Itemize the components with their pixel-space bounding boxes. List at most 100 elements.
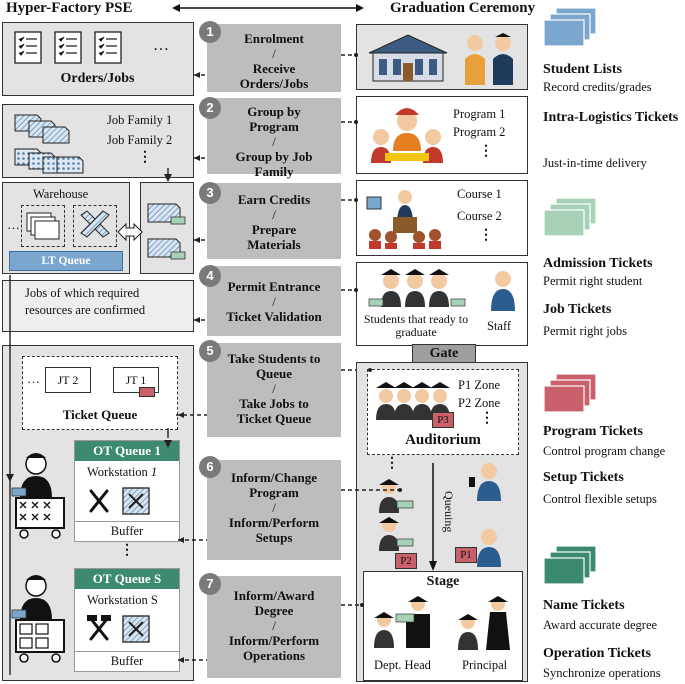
course-1-label: Course 1 [457, 187, 502, 201]
step-7: Inform/Award Degree / Inform/Perform Ope… [207, 576, 341, 678]
staff-announcer-icon [477, 529, 501, 567]
zone-vdots: ⋮ [480, 411, 494, 426]
students-enrolment-icon [465, 33, 513, 85]
classroom-group-icon [371, 108, 443, 163]
auditorium-label: Auditorium [405, 432, 481, 448]
ticket-stack-red-icon [543, 373, 597, 413]
step-5-slash: / [272, 381, 276, 396]
step-4-slash: / [272, 294, 276, 309]
step-2-top: Group by Program [247, 104, 301, 134]
step-5-top: Take Students to Queue [227, 351, 321, 381]
warehouse-stack-icon [26, 212, 60, 240]
confirmed-jobs-note: Jobs of which required resources are con… [25, 286, 146, 317]
step-5: Take Students to Queue / Take Jobs to Ti… [207, 343, 341, 437]
ticket-admission: Admission Tickets [543, 256, 653, 271]
principal-label: Principal [462, 658, 508, 672]
workstation-1-number: 1 [150, 465, 158, 479]
step-4-top: Permit Entrance [227, 279, 321, 294]
queue-student-2-icon [379, 517, 414, 551]
confirmed-jobs-box: Jobs of which required resources are con… [2, 280, 194, 332]
ticket-job-desc: Permit right jobs [543, 324, 628, 338]
worker-1-icon [11, 453, 65, 539]
step-7-bottom: Inform/Perform Operations [228, 633, 320, 663]
warehouse-slot-cross [73, 205, 117, 247]
orders-label: Orders/Jobs [60, 71, 135, 86]
step-5-number: 5 [199, 340, 221, 362]
workstation-1-label-wrap: Workstation 1 [87, 465, 157, 480]
step-7-number: 7 [199, 573, 221, 595]
materials-box [140, 182, 194, 274]
materials-icons [147, 203, 186, 260]
earn-credits-scene: Course 1 Course 2 ⋮ [356, 180, 528, 256]
stage-box: Stage Dept. Head Principal [363, 571, 523, 681]
program-2-label: Program 2 [453, 125, 506, 139]
step-7-slash: / [272, 618, 276, 633]
step-2-bottom: Group by Job Family [235, 149, 313, 179]
step-6: Inform/Change Program / Inform/Perform S… [207, 460, 341, 560]
ot-queue-s-header: OT Queue S [75, 569, 179, 589]
dept-head-label: Dept. Head [374, 658, 431, 672]
course-2-label: Course 2 [457, 209, 502, 223]
ticket-stack-blue-icon [543, 7, 597, 47]
principal-icon [458, 596, 510, 650]
queue-student-1-icon [379, 479, 414, 513]
job-family-1-label: Job Family 1 [107, 113, 173, 127]
students-ready-label: Students that ready to graduate [363, 312, 469, 339]
step-6-top: Inform/Change Program [231, 470, 317, 500]
step-3-bottom: Prepare Materials [247, 222, 301, 252]
workstation-1-buffer: Buffer [75, 521, 179, 539]
workstation-s-box: OT Queue S Workstation S Buffer [74, 568, 180, 672]
program-vdots: ⋮ [479, 144, 493, 159]
ticket-queue-box: … JT 2 JT 1 Ticket Queue [22, 356, 178, 430]
ticket-student-lists-desc: Record credits/grades [543, 80, 652, 94]
lecture-hall-icon [366, 190, 441, 249]
left-header: Hyper-Factory PSE [6, 0, 133, 16]
step-6-slash: / [272, 500, 276, 515]
program-ticket-tag [139, 387, 155, 397]
warehouse-slot-stack [21, 205, 65, 247]
step-3-slash: / [272, 207, 276, 222]
orders-ellipsis: … [153, 37, 169, 54]
job-family-icons [14, 114, 84, 174]
ticket-setup: Setup Tickets [543, 470, 624, 485]
order-document-icons [14, 31, 122, 64]
workstation-1-box: OT Queue 1 Workstation 1 Buffer [74, 440, 180, 542]
staff-icon [491, 271, 515, 311]
ticket-job: Job Tickets [543, 302, 612, 317]
queue-vdots: ⋮ [385, 456, 399, 471]
step-6-number: 6 [199, 456, 221, 478]
lt-queue: LT Queue [9, 251, 123, 271]
stage-label: Stage [426, 574, 460, 589]
ticket-name: Name Tickets [543, 598, 625, 613]
warehouse-cross-icon [80, 210, 110, 238]
auditorium-box: P3 P1 Zone P2 Zone ⋮ Auditorium [367, 369, 519, 455]
step-4-number: 4 [199, 265, 221, 287]
p2-zone-label: P2 Zone [458, 396, 501, 410]
job-ticket-2: JT 2 [45, 367, 91, 393]
step-5-bottom: Take Jobs to Ticket Queue [236, 396, 312, 426]
ticket-intra-logistics-desc: Just-in-time delivery [543, 156, 647, 170]
job-family-2-label: Job Family 2 [107, 133, 173, 147]
ticket-intra-logistics: Intra-Logistics Tickets [543, 110, 679, 125]
queuing-label: Queuing [442, 491, 456, 533]
p1-zone-label: P1 Zone [458, 378, 501, 392]
ticket-student-lists: Student Lists [543, 62, 622, 77]
step-7-top: Inform/Award Degree [233, 588, 315, 618]
step-4-bottom: Ticket Validation [226, 309, 322, 324]
warehouse-ellipsis: … [7, 217, 20, 232]
step-3: Earn Credits / Prepare Materials [207, 183, 341, 259]
step-1-top: Enrolment [244, 31, 304, 46]
step-3-number: 3 [199, 182, 221, 204]
enrolment-scene [356, 24, 528, 90]
workstation-1-label: Workstation [87, 465, 148, 479]
ot-queue-1-header: OT Queue 1 [75, 441, 179, 461]
workstation-s-label: Workstation S [87, 593, 158, 607]
ticket-queue-label: Ticket Queue [62, 407, 138, 422]
p3-ticket: P3 [432, 412, 454, 428]
group-program-scene: Program 1 Program 2 ⋮ [356, 96, 528, 174]
step-6-bottom: Inform/Perform Setups [228, 515, 320, 545]
course-vdots: ⋮ [479, 228, 493, 243]
job-family-box: Job Family 1 Job Family 2 ⋮ [2, 104, 194, 178]
program-1-label: Program 1 [453, 107, 506, 121]
step-1: Enrolment / Receive Orders/Jobs [207, 24, 341, 92]
